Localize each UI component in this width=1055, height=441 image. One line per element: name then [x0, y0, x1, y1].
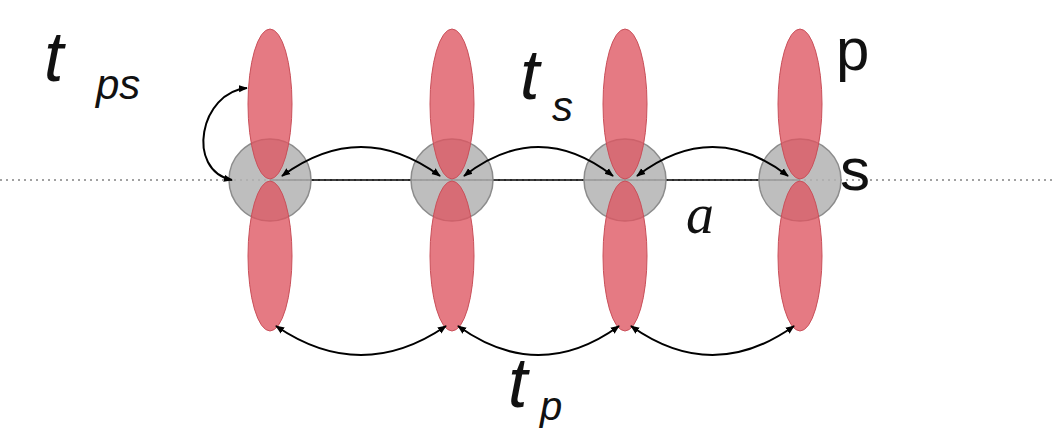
p-orbital-lobe [603, 181, 647, 331]
label-text: ps [96, 61, 140, 108]
hopping-arrow [631, 326, 794, 355]
chain-axis [0, 179, 1055, 180]
label-text: t [520, 36, 539, 114]
label-text: a [686, 183, 714, 245]
hoppings [203, 88, 794, 355]
hopping-subscript: s [552, 86, 573, 128]
p-orbital-lobe [778, 29, 822, 179]
hopping-arrow [276, 326, 446, 355]
label-text: t [508, 344, 527, 422]
hopping-subscript: ps [96, 64, 140, 106]
p-orbital-lobe [430, 29, 474, 179]
p-orbital-lobe [248, 29, 292, 179]
hopping-arrow [464, 147, 613, 176]
orbital-label: p [836, 20, 869, 80]
hopping-arrow [637, 147, 788, 176]
p-orbital-lobe [248, 181, 292, 331]
p-orbital-lobe [603, 29, 647, 179]
label-text: s [552, 83, 573, 130]
hopping-arrow [282, 147, 440, 176]
p-orbital-lobe [778, 181, 822, 331]
p-orbital-lobe [430, 181, 474, 331]
lattice-constant: a [686, 186, 714, 242]
hopping-arrow [458, 326, 619, 355]
orbital-label: s [840, 140, 870, 200]
hopping-symbol: t [508, 348, 527, 418]
label-text: p [540, 384, 562, 428]
label-text: p [836, 16, 869, 83]
hopping-symbol: t [520, 40, 539, 110]
bond-line [270, 179, 800, 181]
hopping-symbol: t [44, 22, 63, 92]
label-text: s [840, 136, 870, 203]
label-text: t [44, 18, 63, 96]
hopping-arrow [203, 88, 247, 180]
hopping-subscript: p [540, 386, 562, 426]
sites [229, 29, 841, 331]
